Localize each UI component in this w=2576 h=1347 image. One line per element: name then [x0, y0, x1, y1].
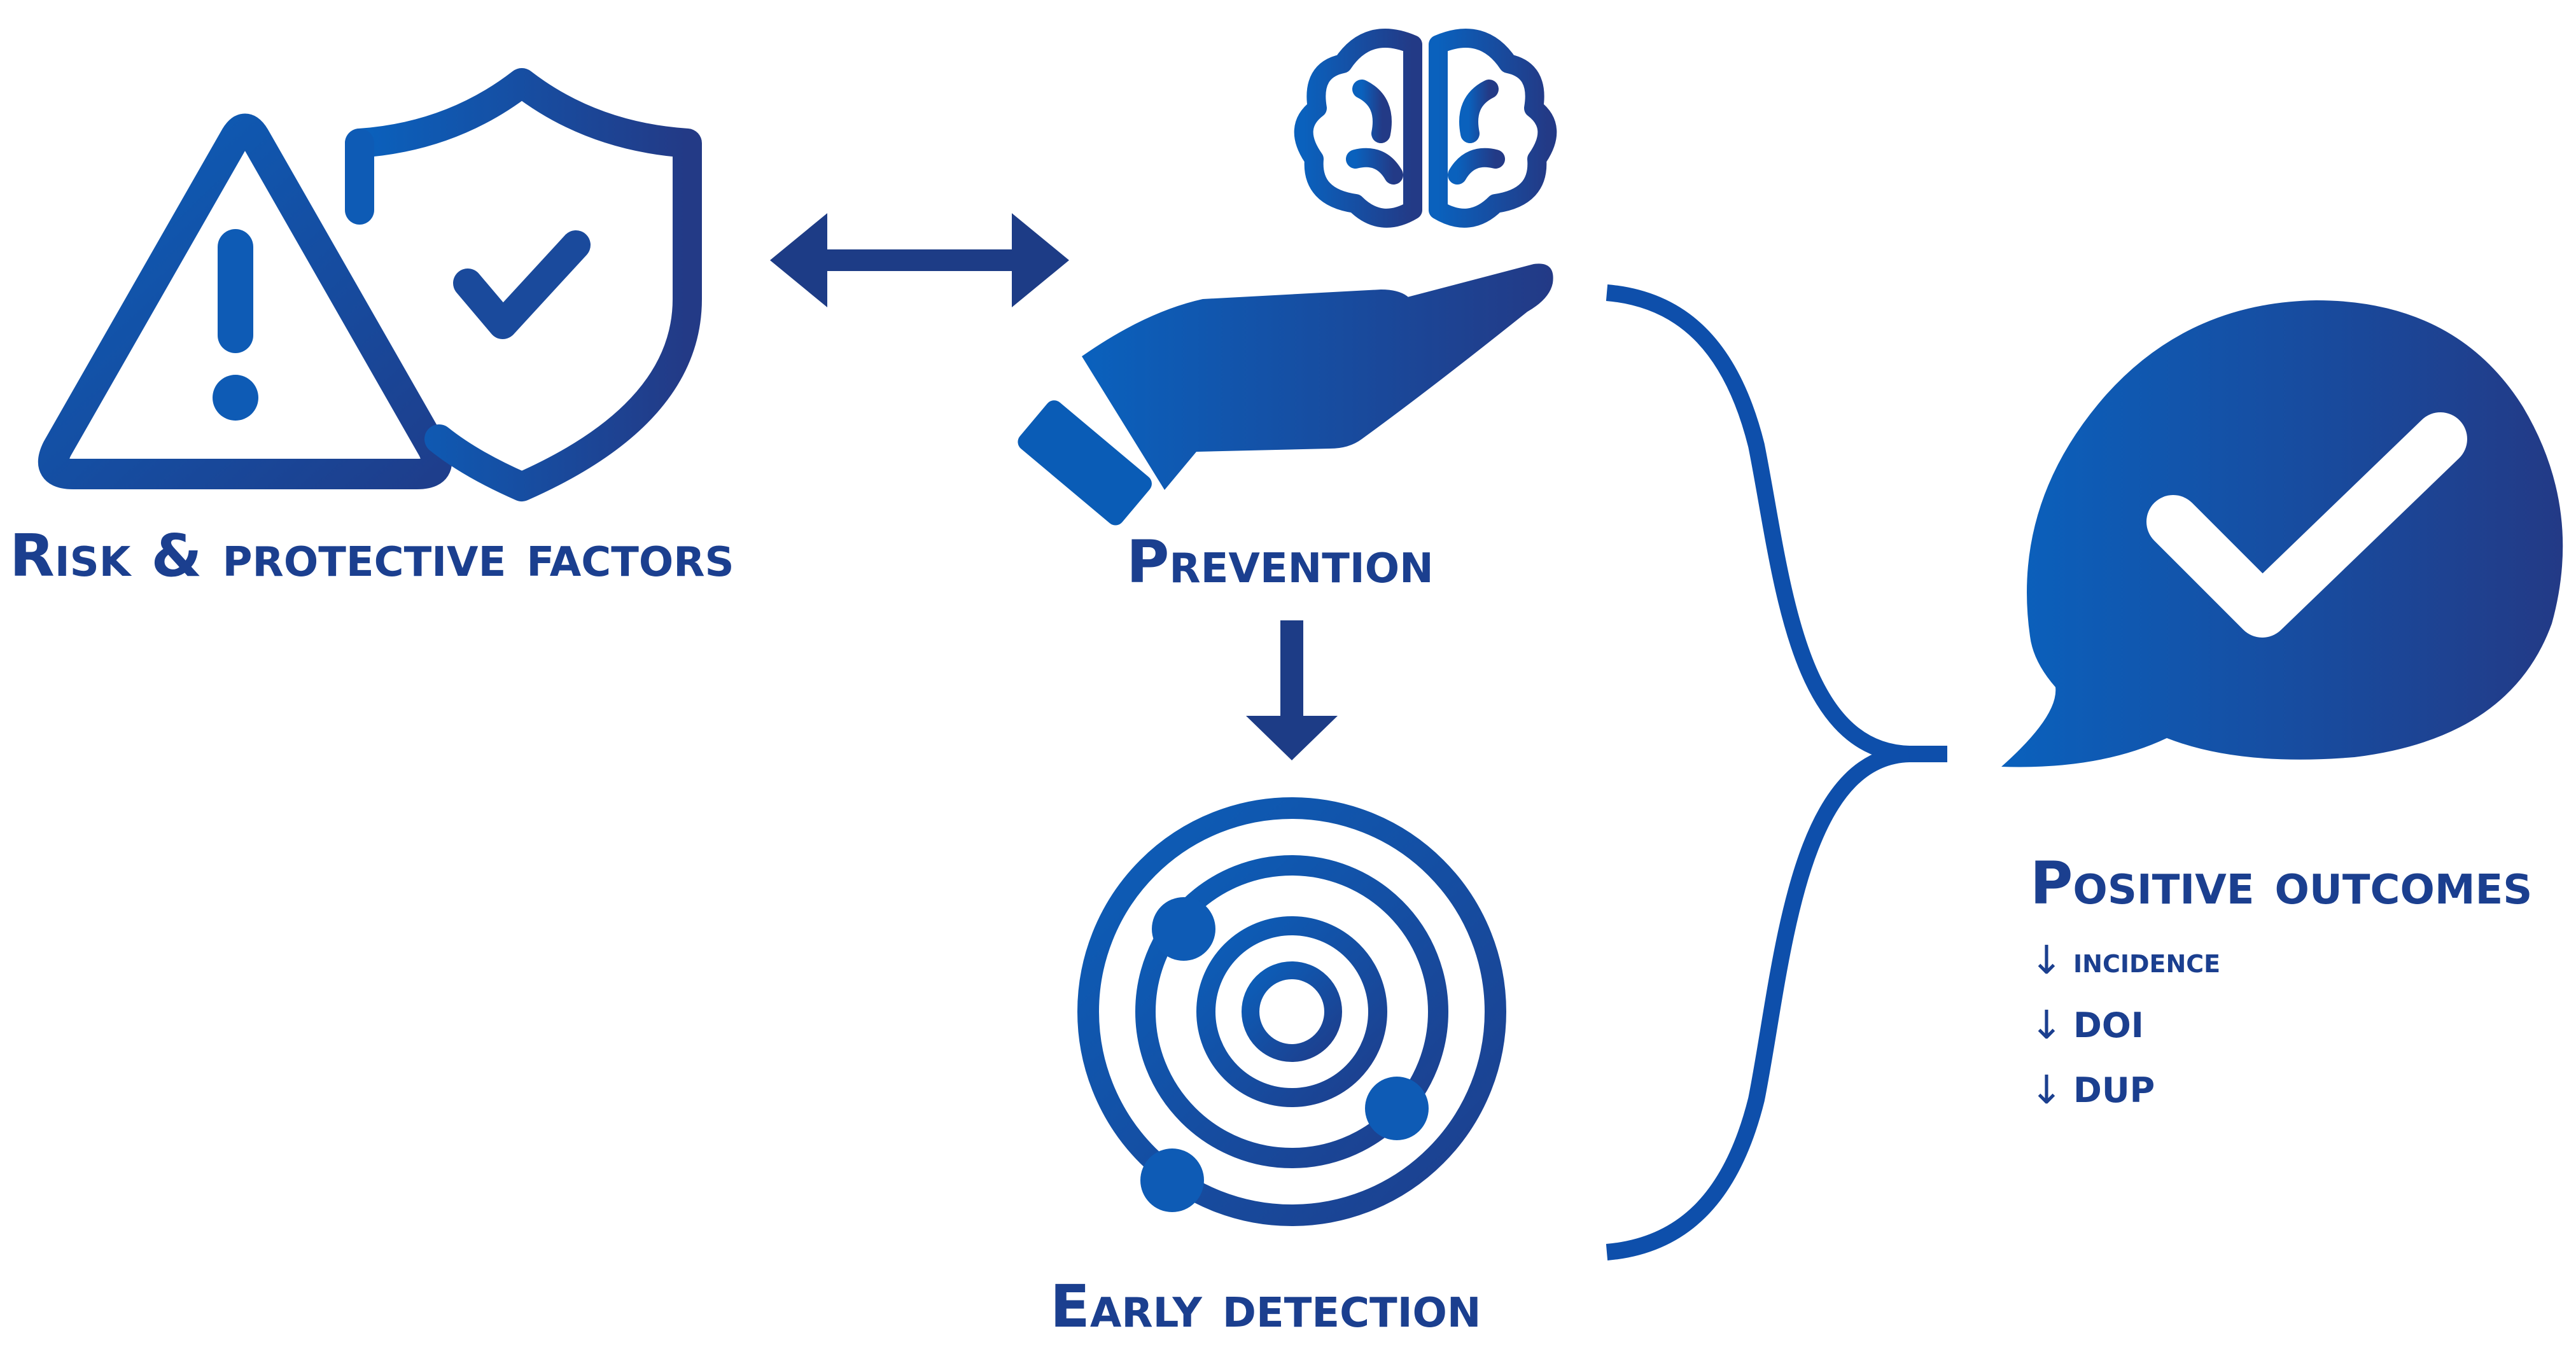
- outcome-item-dup: DUP: [2073, 1070, 2155, 1110]
- outcome-arrow-icon: ↓: [2030, 937, 2063, 983]
- bidirectional-arrow-connector: [770, 213, 1069, 307]
- radar-blips: [1140, 897, 1429, 1212]
- risk-protective-factors-label: Risk & protective factors: [10, 522, 734, 590]
- outcome-item-incidence: incidence: [2073, 940, 2220, 981]
- prevention-label: Prevention: [1126, 528, 1434, 596]
- early-detection-label: Early detection: [1050, 1273, 1481, 1341]
- outcome-arrow-icon: ↓: [2030, 1066, 2063, 1113]
- shield-check-icon: [345, 68, 702, 501]
- outcome-item-doi: DOI: [2073, 1005, 2144, 1045]
- positive-outcomes-label: Positive outcomes: [2030, 849, 2532, 918]
- outcomes-list: ↓ incidence ↓ DOI ↓ DUP: [2030, 937, 2220, 1113]
- brace-connector: [1606, 284, 1947, 1260]
- down-arrow-connector: [1246, 620, 1338, 760]
- warning-triangle-icon: [38, 114, 452, 489]
- hand-icon: [1018, 263, 1553, 526]
- speech-bubble-check-icon: [2001, 300, 2563, 767]
- brain-icon: [1294, 29, 1557, 228]
- radar-icon: [1077, 797, 1506, 1226]
- outcome-arrow-icon: ↓: [2030, 1002, 2063, 1048]
